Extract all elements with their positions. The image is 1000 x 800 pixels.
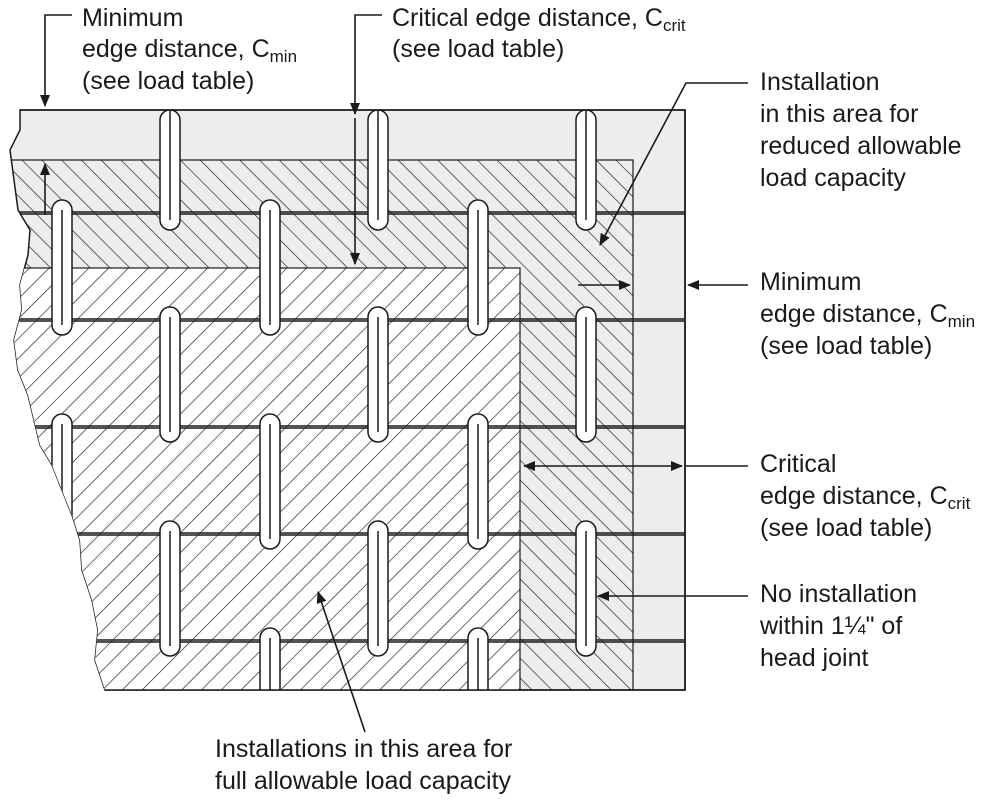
- bed-joints: [10, 211, 685, 643]
- callout-critical-edge-right: Critical edge distance, Ccrit (see load …: [760, 450, 971, 542]
- callout-no-installation: No installation within 1¼" of head joint: [759, 580, 917, 672]
- callout-min-edge-top: Minimum edge distance, Cmin (see load ta…: [82, 4, 297, 95]
- svg-text:edge distance, Cmin: edge distance, Cmin: [82, 35, 297, 66]
- callout-min-edge-top-line2: edge distance, C: [82, 35, 270, 63]
- callout-no-installation-line2: within 1¼" of: [759, 612, 902, 640]
- callout-min-edge-right-line2: edge distance, C: [760, 300, 948, 328]
- callout-full-area: Installations in this area for full allo…: [215, 735, 512, 795]
- callout-reduced-area-line3: reduced allowable: [760, 132, 962, 160]
- callout-min-edge-top-line1: Minimum: [82, 4, 183, 32]
- callout-min-edge-top-sub: min: [270, 47, 297, 66]
- callout-min-edge-right-line1: Minimum: [760, 268, 861, 296]
- callout-min-edge-top-line3: (see load table): [82, 67, 254, 95]
- svg-text:Critical edge distance, Ccrit: Critical edge distance, Ccrit: [392, 4, 686, 35]
- callout-reduced-area-line2: in this area for: [760, 100, 918, 128]
- callout-reduced-area-line1: Installation: [760, 68, 880, 96]
- callout-no-installation-line3: head joint: [760, 644, 868, 672]
- callout-critical-edge-top-line2: (see load table): [392, 35, 564, 63]
- leaders: [40, 14, 748, 733]
- head-joint-centerlines: [61, 110, 587, 690]
- leader-min-edge-top: [40, 14, 72, 107]
- leader-full-area: [316, 591, 366, 733]
- leader-reduced-area: [599, 82, 748, 246]
- callout-critical-edge-right-line1: Critical: [760, 450, 836, 478]
- callout-critical-edge-top-line1: Critical edge distance, C: [392, 4, 663, 32]
- svg-text:edge distance, Ccrit: edge distance, Ccrit: [760, 482, 971, 513]
- leader-critical-edge-top: [350, 14, 382, 115]
- callout-reduced-area: Installation in this area for reduced al…: [760, 68, 962, 192]
- callout-min-edge-right-line3: (see load table): [760, 332, 932, 360]
- callout-reduced-area-line4: load capacity: [760, 164, 906, 192]
- callout-full-area-line2: full allowable load capacity: [215, 767, 512, 795]
- callout-min-edge-right-sub: min: [948, 312, 975, 331]
- callout-min-edge-right: Minimum edge distance, Cmin (see load ta…: [760, 268, 975, 360]
- callout-critical-edge-top: Critical edge distance, Ccrit (see load …: [392, 4, 686, 63]
- callout-no-installation-line1: No installation: [760, 580, 917, 608]
- svg-text:edge distance, Cmin: edge distance, Cmin: [760, 300, 975, 331]
- callout-full-area-line1: Installations in this area for: [215, 735, 512, 763]
- callout-critical-edge-top-sub: crit: [663, 16, 686, 35]
- callout-critical-edge-right-line2: edge distance, C: [760, 482, 948, 510]
- callout-critical-edge-right-sub: crit: [948, 494, 971, 513]
- callout-critical-edge-right-line3: (see load table): [760, 514, 932, 542]
